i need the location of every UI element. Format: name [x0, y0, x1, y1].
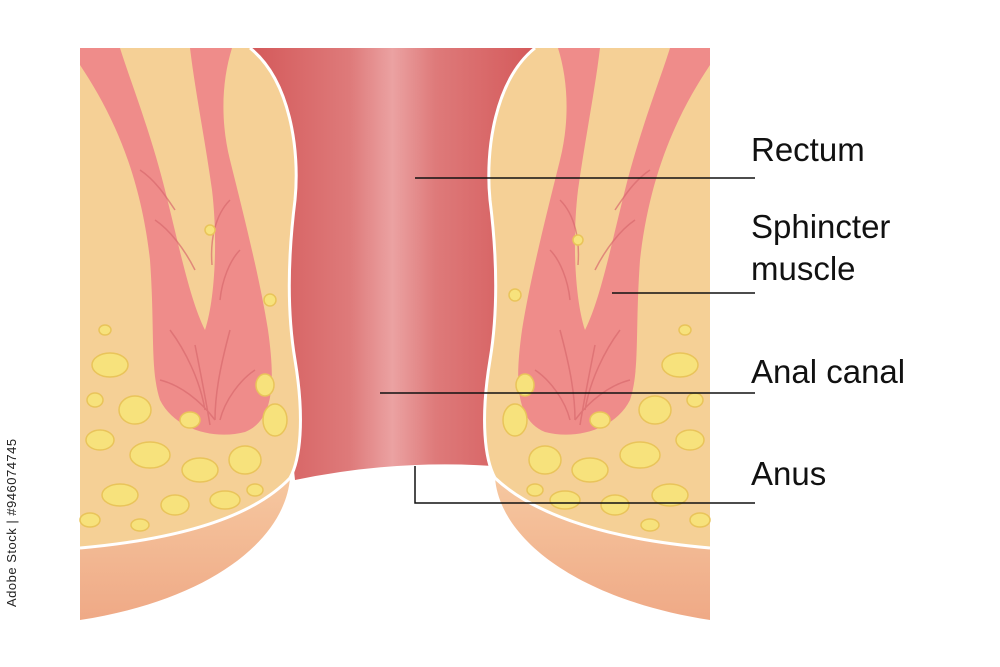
label-anus: Anus	[751, 455, 827, 492]
label-anal-canal: Anal canal	[751, 353, 906, 390]
right-sphincter-muscle	[518, 48, 710, 435]
anus-leader	[414, 466, 755, 504]
fat-globules	[79, 224, 711, 532]
label-sphincter-line1: Sphincter	[751, 208, 891, 245]
label-rectum: Rectum	[751, 131, 865, 168]
rectum-canal	[250, 48, 535, 480]
stock-id-text: Adobe Stock | #946074745	[4, 438, 19, 607]
left-sphincter-muscle	[80, 48, 272, 435]
label-sphincter-line2: muscle	[751, 250, 856, 287]
leader-lines	[380, 177, 755, 504]
